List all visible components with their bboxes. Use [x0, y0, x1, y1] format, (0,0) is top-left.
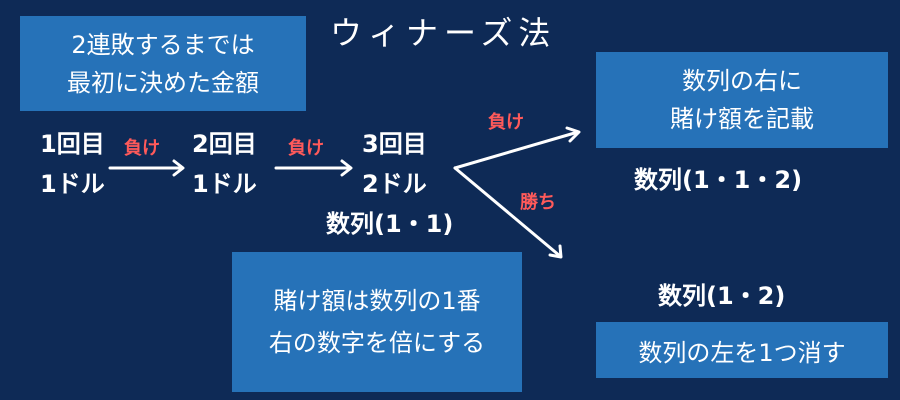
lose-outcome-sequence: 数列(1・1・2)	[634, 166, 803, 194]
arrow-head-3	[565, 126, 581, 143]
arrow-win-branch	[453, 166, 562, 258]
initial-bet-box: 2連敗するまでは 最初に決めた金額	[20, 16, 306, 111]
arrow-head-4	[548, 244, 563, 259]
diagram-title: ウィナーズ法	[330, 14, 557, 52]
initial-bet-line1: 2連敗するまでは	[71, 30, 255, 59]
bet-rule-line2: 右の数字を倍にする	[268, 329, 486, 357]
initial-bet-line2: 最初に決めた金額	[67, 68, 259, 97]
lose-label-3: 負け	[488, 112, 524, 133]
record-bet-box: 数列の右に 賭け額を記載	[596, 52, 888, 148]
round-3-label: 3回目	[362, 130, 427, 158]
round-1-label: 1回目	[40, 130, 105, 158]
lose-label-2: 負け	[288, 138, 324, 159]
round-3-bet: 2ドル	[362, 170, 427, 198]
round-2-bet: 1ドル	[192, 170, 257, 198]
bet-rule-box: 賭け額は数列の1番 右の数字を倍にする	[232, 252, 522, 392]
round-3-sequence: 数列(1・1)	[326, 210, 454, 238]
bet-rule-line1: 賭け額は数列の1番	[273, 287, 481, 315]
record-bet-line1: 数列の右に	[682, 67, 802, 95]
round-1-bet: 1ドル	[40, 170, 105, 198]
erase-left-box: 数列の左を1つ消す	[596, 322, 888, 378]
arrow-lose-branch	[453, 130, 580, 170]
arrow-head-1	[172, 159, 185, 177]
lose-label-1: 負け	[124, 138, 160, 159]
round-2-label: 2回目	[192, 130, 257, 158]
win-outcome-sequence: 数列(1・2)	[658, 282, 786, 310]
record-bet-line2: 賭け額を記載	[670, 105, 814, 133]
win-label: 勝ち	[520, 192, 556, 213]
arrow-head-2	[340, 159, 353, 177]
erase-left-text: 数列の左を1つ消す	[638, 338, 846, 367]
